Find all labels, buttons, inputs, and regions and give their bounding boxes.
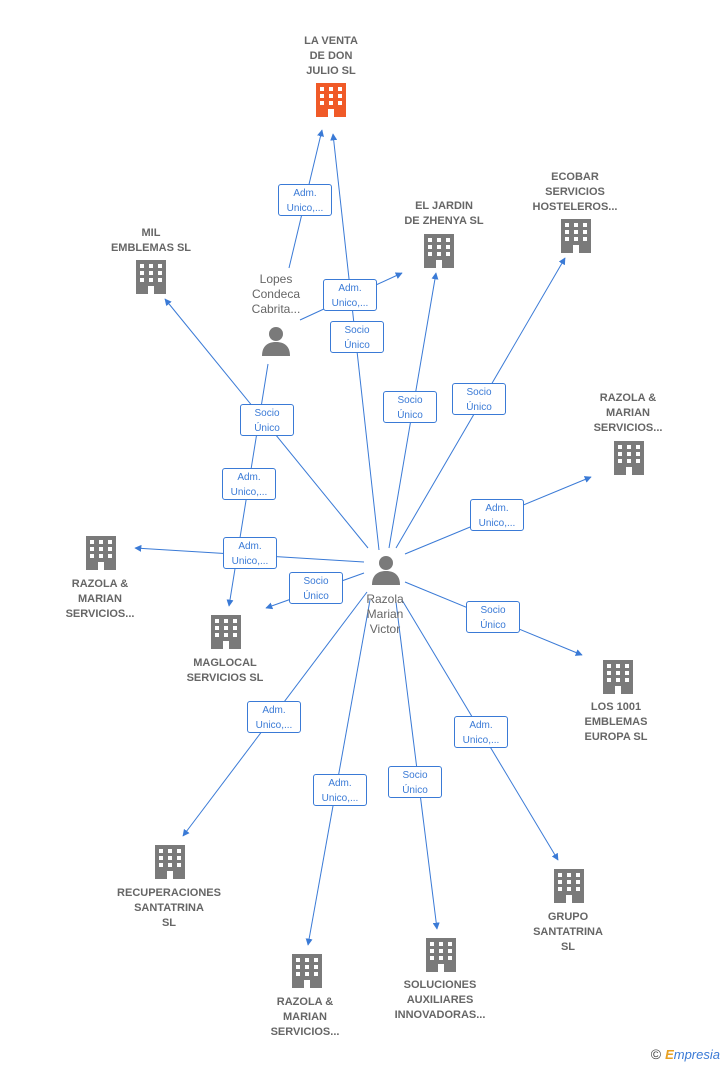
node-label-razola_l[interactable]: RAZOLA & MARIAN SERVICIOS... [65, 578, 135, 620]
edge-label-victor-to-maglocal[interactable]: Socio Único [289, 572, 343, 604]
person-icon-victor[interactable] [372, 556, 400, 585]
node-label-soluciones[interactable]: SOLUCIONES AUXILIARES INNOVADORAS... [394, 979, 486, 1021]
empresia-brand[interactable]: ©Empresia [651, 1046, 720, 1062]
node-label-venta[interactable]: LA VENTA DE DON JULIO SL [304, 35, 358, 77]
node-label-razola_r[interactable]: RAZOLA & MARIAN SERVICIOS... [593, 392, 663, 434]
brand-initial: E [665, 1047, 674, 1062]
edge-label-victor-to-razola_b[interactable]: Adm. Unico,... [313, 774, 367, 806]
building-icon-mil[interactable] [136, 260, 166, 294]
node-label-ecobar[interactable]: ECOBAR SERVICIOS HOSTELEROS... [532, 171, 618, 213]
copyright-icon: © [650, 1046, 662, 1062]
node-label-lopes[interactable]: Lopes Condeca Cabrita... [251, 272, 301, 316]
node-label-victor[interactable]: Razola Marian Victor [366, 592, 404, 636]
building-icon-soluciones[interactable] [426, 938, 456, 972]
building-icon-los1001[interactable] [603, 660, 633, 694]
edge-label-victor-to-grupo[interactable]: Adm. Unico,... [454, 716, 508, 748]
person-icon-lopes[interactable] [262, 327, 290, 356]
node-label-maglocal[interactable]: MAGLOCAL SERVICIOS SL [186, 657, 264, 684]
node-label-jardin[interactable]: EL JARDIN DE ZHENYA SL [404, 200, 484, 227]
brand-name: mpresia [673, 1047, 720, 1062]
node-label-mil[interactable]: MIL EMBLEMAS SL [110, 227, 192, 254]
edge-victor-to-razola_b [305, 599, 371, 946]
edge-label-lopes-to-jardin[interactable]: Adm. Unico,... [323, 279, 377, 311]
edge-label-victor-to-soluciones[interactable]: Socio Único [388, 766, 442, 798]
edge-label-victor-to-jardin[interactable]: Socio Único [383, 391, 437, 423]
building-icon-maglocal[interactable] [211, 615, 241, 649]
edge-label-lopes-to-venta[interactable]: Adm. Unico,... [278, 184, 332, 216]
node-label-los1001[interactable]: LOS 1001 EMBLEMAS EUROPA SL [584, 701, 648, 743]
building-icon-ecobar[interactable] [561, 219, 591, 253]
node-label-razola_b[interactable]: RAZOLA & MARIAN SERVICIOS... [270, 996, 340, 1038]
node-label-grupo[interactable]: GRUPO SANTATRINA SL [533, 911, 603, 953]
edge-label-lopes-to-maglocal[interactable]: Adm. Unico,... [222, 468, 276, 500]
edge-label-victor-to-venta[interactable]: Socio Único [330, 321, 384, 353]
edge-label-victor-to-razola_r[interactable]: Adm. Unico,... [470, 499, 524, 531]
building-icon-jardin[interactable] [424, 234, 454, 268]
focus-building-icon-venta[interactable] [316, 83, 346, 117]
edge-label-victor-to-razola_l[interactable]: Adm. Unico,... [223, 537, 277, 569]
edge-label-victor-to-recup[interactable]: Adm. Unico,... [247, 701, 301, 733]
node-label-recup[interactable]: RECUPERACIONES SANTATRINA SL [117, 887, 221, 929]
edge-victor-to-soluciones [395, 601, 440, 930]
building-icon-recup[interactable] [155, 845, 185, 879]
building-icon-razola_r[interactable] [614, 441, 644, 475]
edge-label-victor-to-ecobar[interactable]: Socio Único [452, 383, 506, 415]
edge-label-victor-to-los1001[interactable]: Socio Único [466, 601, 520, 633]
building-icon-razola_b[interactable] [292, 954, 322, 988]
edge-label-victor-to-mil[interactable]: Socio Único [240, 404, 294, 436]
building-icon-razola_l[interactable] [86, 536, 116, 570]
building-icon-grupo[interactable] [554, 869, 584, 903]
